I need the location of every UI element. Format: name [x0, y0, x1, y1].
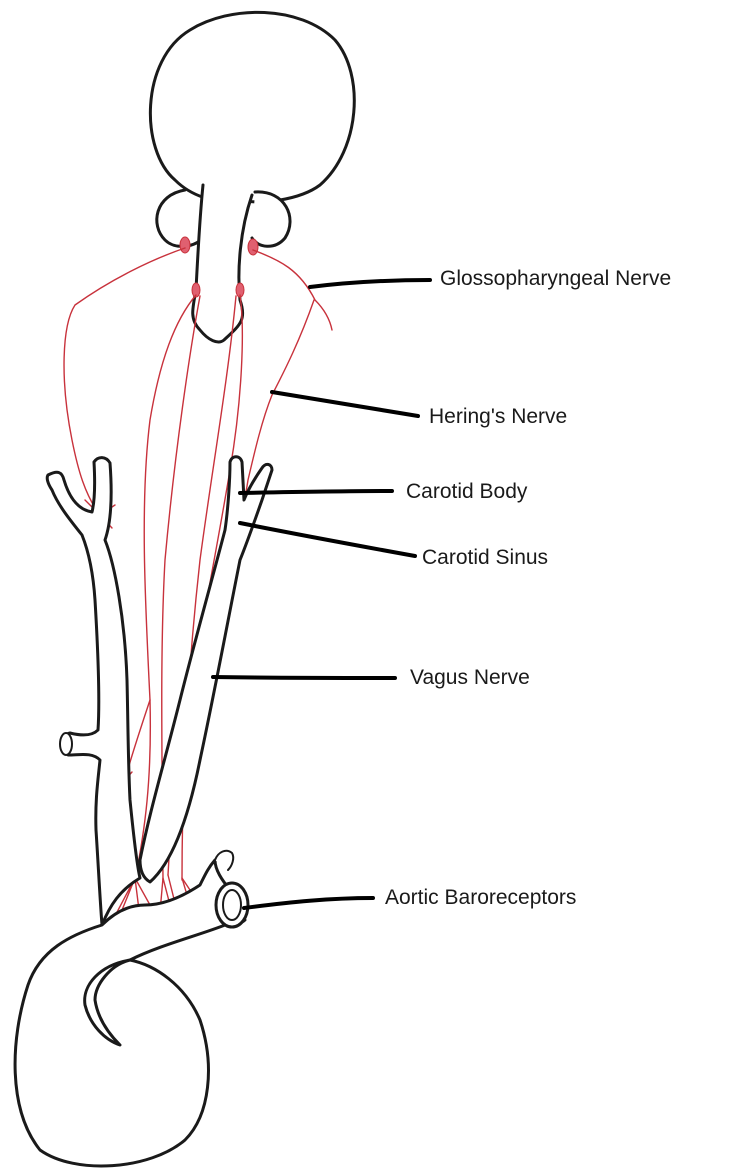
label-carotid-body: Carotid Body	[406, 481, 527, 502]
leader-lines	[213, 280, 430, 908]
leader-glossopharyngeal	[310, 280, 430, 287]
brainstem-outline	[193, 185, 252, 342]
aorta-heart-outline	[15, 860, 245, 1166]
brain-outline	[150, 12, 354, 202]
label-glossopharyngeal-nerve: Glossopharyngeal Nerve	[440, 268, 671, 289]
left-carotid-artery-outline	[47, 458, 140, 925]
leader-carotid-sinus	[240, 523, 415, 556]
label-carotid-sinus: Carotid Sinus	[422, 547, 548, 568]
leader-carotid-body	[240, 491, 392, 493]
label-aortic-baroreceptors: Aortic Baroreceptors	[385, 887, 576, 908]
leader-vagus	[213, 677, 395, 678]
left-upper-ganglion	[180, 237, 190, 253]
label-vagus-nerve: Vagus Nerve	[410, 667, 530, 688]
label-herings-nerve: Hering's Nerve	[429, 406, 567, 427]
leader-herings	[272, 392, 418, 416]
aortic-baroreceptor-ring-inner	[223, 890, 241, 920]
left-subclavian-stub	[60, 733, 72, 755]
right-upper-ganglion	[248, 239, 258, 255]
leader-aortic	[244, 898, 373, 908]
